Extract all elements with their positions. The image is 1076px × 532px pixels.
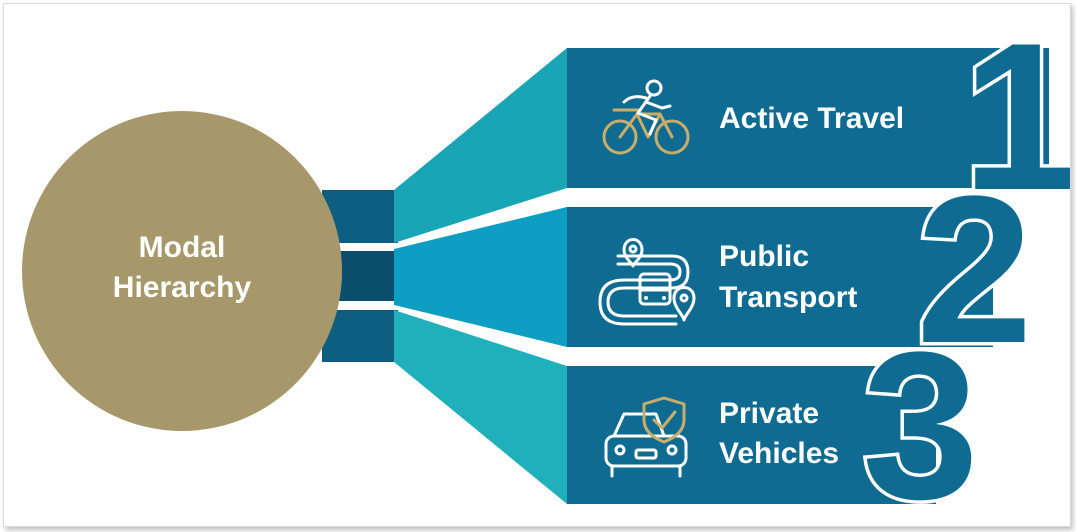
diagram-frame: 1 2 3 Modal Hierarchy bbox=[3, 3, 1071, 527]
circle-label-line1: Modal bbox=[139, 231, 226, 264]
car-shield-icon bbox=[604, 396, 688, 478]
bus-route-icon bbox=[598, 238, 696, 326]
modal-hierarchy-circle bbox=[22, 111, 342, 431]
rank-number-2: 2 bbox=[916, 152, 1033, 387]
label-public-transport-line2: Transport bbox=[719, 281, 857, 314]
funnel-active-travel bbox=[394, 48, 567, 243]
circle-label-line2: Hierarchy bbox=[113, 271, 252, 304]
modal-hierarchy-diagram: 1 2 3 Modal Hierarchy bbox=[22, 4, 1070, 526]
funnel-private-vehicles bbox=[394, 310, 567, 504]
funnel-public-transport bbox=[394, 207, 567, 347]
rank-number-1: 1 bbox=[962, 4, 1070, 234]
label-public-transport-line1: Public bbox=[719, 240, 809, 273]
label-private-vehicles-line1: Private bbox=[719, 397, 819, 430]
label-active-travel: Active Travel bbox=[719, 102, 904, 135]
rank-number-3: 3 bbox=[862, 308, 979, 526]
label-private-vehicles-line2: Vehicles bbox=[719, 437, 839, 470]
cyclist-icon bbox=[602, 79, 690, 155]
